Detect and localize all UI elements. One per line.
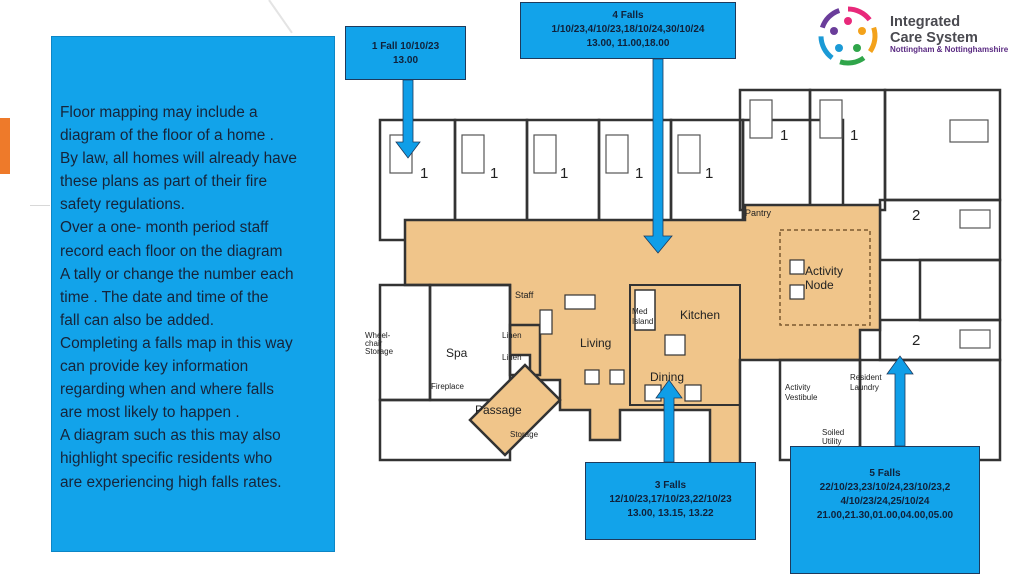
- tally: 1: [850, 127, 858, 144]
- label-soiled-1: Soiled: [822, 428, 844, 437]
- bedroom-11: [918, 258, 1002, 322]
- label-fireplace: Fireplace: [431, 382, 464, 391]
- label-wheelchair-3: Storage: [365, 347, 394, 356]
- armchair: [584, 369, 600, 385]
- dining-table: [664, 334, 686, 356]
- dining-table: [684, 384, 702, 402]
- passage: [468, 363, 562, 457]
- bed: [605, 134, 629, 174]
- callout-four-falls: 4 Falls 1/10/23,4/10/23,18/10/24,30/10/2…: [520, 2, 736, 59]
- bed: [749, 99, 773, 139]
- bed: [949, 119, 989, 143]
- tally: 1: [635, 165, 643, 182]
- tally: 1: [560, 165, 568, 182]
- label-wheelchair-2: chair: [365, 339, 383, 348]
- callout-five-falls: 5 Falls 22/10/23,23/10/24,23/10/23,2 4/1…: [790, 446, 980, 574]
- label-med-island-1: Med: [632, 307, 648, 316]
- armchair: [789, 259, 805, 275]
- tally: 1: [490, 165, 498, 182]
- wheelchair-storage: [378, 283, 432, 402]
- armchair: [609, 369, 625, 385]
- bed: [959, 329, 991, 349]
- sofa: [564, 294, 596, 310]
- label-wheelchair-1: Wheel-: [365, 331, 391, 340]
- ics-logo-icon: [818, 6, 878, 66]
- accent-tab: [0, 118, 10, 174]
- tally: 1: [780, 127, 788, 144]
- divider: [30, 205, 50, 206]
- tally: 1: [705, 165, 713, 182]
- tally: 2: [912, 332, 920, 349]
- label-storage: Storage: [510, 430, 539, 439]
- armchair: [789, 284, 805, 300]
- label-vestibule-2: Vestibule: [785, 393, 818, 402]
- label-staff: Staff: [515, 290, 534, 300]
- label-activity-node-1: Activity: [805, 264, 843, 278]
- label-pantry: Pantry: [745, 208, 772, 218]
- kitchen: [629, 284, 741, 406]
- bed: [461, 134, 485, 174]
- label-kitchen: Kitchen: [680, 308, 720, 322]
- bed: [389, 134, 413, 174]
- label-laundry-1: Resident: [850, 373, 882, 382]
- activity-vestibule: [778, 358, 862, 462]
- label-living: Living: [580, 336, 611, 350]
- label-spa: Spa: [446, 346, 468, 360]
- label-soiled-2: Utility: [822, 437, 842, 446]
- label-linen-2: Linen: [502, 353, 522, 362]
- label-laundry-2: Laundry: [850, 383, 879, 392]
- tally: 2: [912, 207, 920, 224]
- label-med-island-2: Island: [632, 317, 653, 326]
- common-area: [403, 203, 882, 467]
- bed: [819, 99, 843, 139]
- floor-plan: 1 1 1 1 1 1 1 2 2 Pantry Staff Med Islan…: [365, 88, 1002, 467]
- bed: [677, 134, 701, 174]
- label-vestibule-1: Activity: [785, 383, 810, 392]
- label-linen-1: Linen: [502, 331, 522, 340]
- bed: [533, 134, 557, 174]
- explanation-text-box: Floor mapping may include a diagram of t…: [51, 36, 335, 552]
- label-dining: Dining: [650, 370, 684, 384]
- explanation-text: Floor mapping may include a diagram of t…: [60, 104, 297, 491]
- label-passage: Passage: [475, 403, 522, 417]
- callout-one-fall: 1 Fall 10/10/23 13.00: [345, 26, 466, 80]
- bedroom-9: [883, 88, 1002, 202]
- sofa: [539, 309, 553, 335]
- tally: 1: [420, 165, 428, 182]
- label-activity-node-2: Node: [805, 278, 834, 292]
- callout-three-falls: 3 Falls 12/10/23,17/10/23,22/10/23 13.00…: [585, 462, 756, 540]
- logo-subtitle: Nottingham & Nottinghamshire: [890, 45, 1009, 54]
- dining-table: [644, 384, 662, 402]
- activity-node: [779, 229, 871, 326]
- bed: [959, 209, 991, 229]
- med-island: [634, 289, 656, 331]
- logo-title: Integrated Care System: [890, 14, 978, 46]
- decorative-line: [268, 0, 293, 34]
- bedroom-10: [878, 198, 1002, 262]
